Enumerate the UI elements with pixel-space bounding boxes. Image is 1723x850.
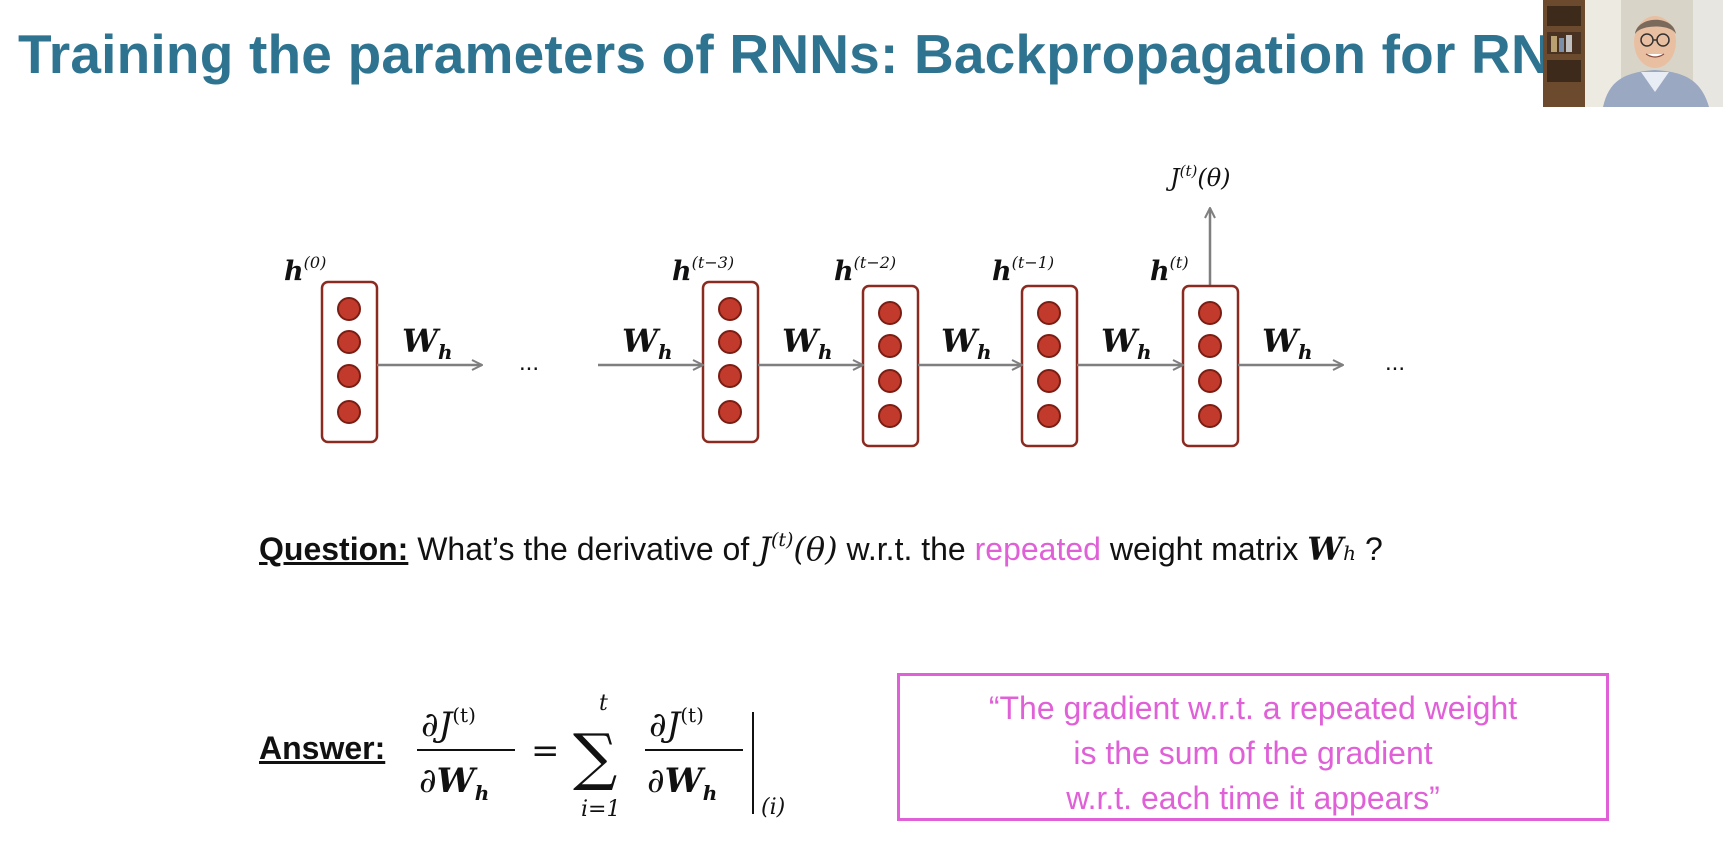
question-j-sup: (t)	[770, 529, 794, 551]
weight-label: Wh	[941, 322, 991, 364]
rhs-denominator: ∂Wh	[647, 761, 717, 805]
evaluation-index: (i)	[761, 795, 785, 820]
weight-label: Wh	[1262, 322, 1312, 364]
question-text-before: What’s the derivative of	[417, 531, 750, 567]
neuron	[1198, 369, 1222, 393]
quote-line: “The gradient w.r.t. a repeated weight	[988, 690, 1518, 726]
sum-symbol: ∑	[573, 720, 617, 793]
question-mark: ?	[1364, 531, 1383, 567]
weight-label: Wh	[622, 322, 672, 364]
neuron	[718, 400, 742, 424]
question-loss-term: J(t)(θ)	[758, 529, 838, 568]
question-j: J	[758, 530, 771, 568]
neuron	[1198, 404, 1222, 428]
hidden-state-label: h(t)	[1150, 253, 1189, 287]
rnn-unrolled-diagram: J(t)(θ) h(0) h(t−3) h(t−2) h(t−1)	[284, 162, 1405, 448]
neuron	[1037, 369, 1061, 393]
question-w-sub: h	[1343, 541, 1357, 565]
hidden-state-label: h(t−1)	[992, 253, 1054, 287]
answer-formula: ∂J(t) ∂Wh = t ∑ i=1 ∂J(t) ∂Wh (i)	[417, 691, 785, 822]
hidden-state-h-t-minus-1: h(t−1)	[992, 253, 1079, 448]
quote-line: w.r.t. each time it appears”	[1066, 780, 1440, 816]
equals-sign: =	[531, 731, 560, 771]
neuron	[878, 369, 902, 393]
neuron	[878, 404, 902, 428]
neuron	[1037, 334, 1061, 358]
weight-label: Wh	[1101, 322, 1151, 364]
ellipsis: ...	[1385, 349, 1405, 376]
question-label: Question:	[259, 531, 409, 567]
quote-box: “The gradient w.r.t. a repeated weight i…	[897, 673, 1609, 821]
neuron	[1198, 301, 1222, 325]
hidden-state-h-t-minus-3: h(t−3)	[672, 253, 760, 444]
neuron	[337, 400, 361, 424]
sum-upper-limit: t	[599, 691, 608, 716]
neuron	[1198, 334, 1222, 358]
neuron	[337, 297, 361, 321]
hidden-state-label: h(0)	[284, 253, 326, 287]
question: Question: What’s the derivative of J(t)(…	[259, 529, 1383, 568]
neuron	[1037, 404, 1061, 428]
slide-title: Training the parameters of RNNs: Backpro…	[18, 23, 1622, 85]
quote-line: is the sum of the gradient	[1073, 735, 1433, 771]
neuron	[337, 330, 361, 354]
neuron	[718, 297, 742, 321]
hidden-state-h-t: h(t)	[1150, 253, 1240, 448]
lhs-numerator: ∂J(t)	[421, 703, 476, 745]
question-weight-term: Wh	[1307, 530, 1357, 568]
weight-label: Wh	[782, 322, 832, 364]
hidden-state-box	[320, 280, 379, 444]
question-w: W	[1307, 530, 1344, 568]
ellipsis: ...	[519, 349, 539, 376]
neuron	[337, 364, 361, 388]
neuron	[878, 334, 902, 358]
answer-label: Answer:	[259, 730, 386, 766]
neuron	[1037, 301, 1061, 325]
question-j-arg: (θ)	[793, 530, 838, 568]
hidden-state-h0: h(0)	[284, 253, 379, 444]
hidden-state-h-t-minus-2: h(t−2)	[834, 253, 920, 448]
question-text-middle: w.r.t. the	[846, 531, 966, 567]
hidden-state-label: h(t−2)	[834, 253, 896, 287]
loss-label: J(t)(θ)	[1165, 162, 1231, 192]
weight-label: Wh	[402, 322, 452, 364]
lhs-denominator: ∂Wh	[419, 761, 489, 805]
neuron	[718, 364, 742, 388]
question-highlight: repeated	[974, 531, 1101, 567]
question-text-after: weight matrix	[1109, 531, 1299, 567]
rhs-numerator: ∂J(t)	[649, 703, 704, 745]
hidden-state-label: h(t−3)	[672, 253, 734, 287]
neuron	[718, 330, 742, 354]
presenter-webcam-thumbnail	[1543, 0, 1723, 107]
neuron	[878, 301, 902, 325]
sum-lower-limit: i=1	[581, 797, 620, 822]
